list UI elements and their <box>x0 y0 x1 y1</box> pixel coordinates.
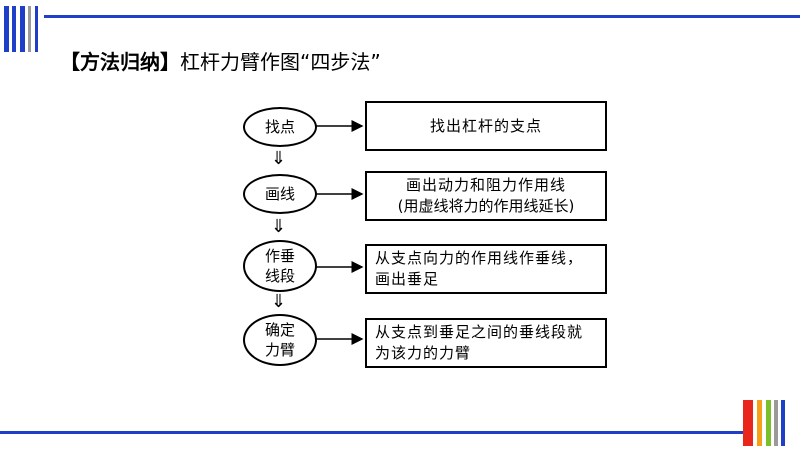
step-box-find-point: 找出杠杆的支点 <box>365 101 607 151</box>
step-box-text-line2: (用虚线将力的作用线延长) <box>397 197 575 215</box>
step-box-determine-arm: 从支点到垂足之间的垂线段就为该力的力臂 <box>365 318 607 368</box>
stripe <box>757 400 762 446</box>
heading-title: 杠杆力臂作图“四步法” <box>180 50 381 74</box>
step-box-draw-line: 画出动力和阻力作用线 (用虚线将力的作用线延长) <box>365 171 607 221</box>
bottom-divider-line <box>0 431 748 434</box>
top-divider-line <box>44 15 800 18</box>
stripe <box>4 6 9 52</box>
step-box-text: 找出杠杆的支点 <box>429 116 542 135</box>
step-box-perpendicular: 从支点向力的作用线作垂线，画出垂足 <box>365 244 607 294</box>
step-oval-determine-arm: 确定 力臂 <box>243 314 317 366</box>
down-arrow-icon: ⇓ <box>271 216 287 237</box>
stripe <box>28 6 31 52</box>
stripe <box>35 6 38 52</box>
step-oval-find-point: 找点 <box>243 107 317 147</box>
stripe <box>12 6 16 52</box>
stripe <box>743 400 753 446</box>
down-arrow-icon: ⇓ <box>271 291 287 312</box>
step-box-text: 从支点到垂足之间的垂线段就为该力的力臂 <box>375 323 584 362</box>
step-box-text-line1: 画出动力和阻力作用线 <box>405 176 566 194</box>
step-box-text: 从支点向力的作用线作垂线，画出垂足 <box>375 249 584 288</box>
page-heading: 【方法归纳】杠杆力臂作图“四步法” <box>60 46 381 75</box>
down-arrow-icon: ⇓ <box>271 148 287 169</box>
heading-tag: 【方法归纳】 <box>60 50 180 74</box>
stripe <box>766 400 771 446</box>
step-oval-draw-line: 画线 <box>243 174 317 214</box>
step-oval-perpendicular: 作垂 线段 <box>243 240 317 292</box>
stripe <box>20 6 25 52</box>
stripe <box>774 400 778 446</box>
stripe <box>781 400 785 446</box>
